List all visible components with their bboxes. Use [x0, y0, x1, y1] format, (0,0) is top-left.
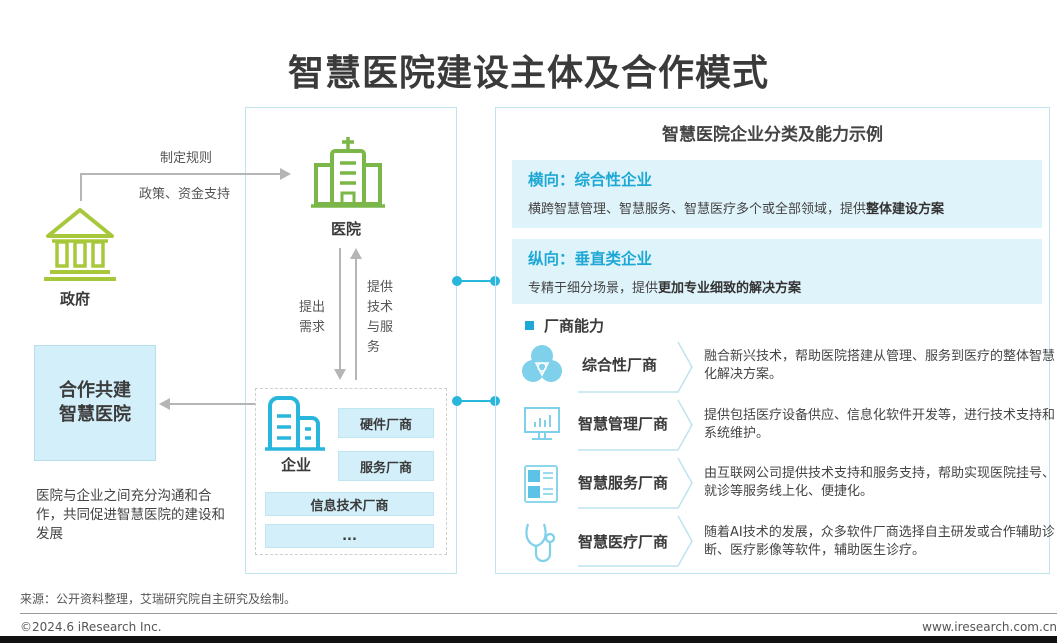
- capability-title: 厂商能力: [544, 317, 605, 335]
- vendor-chevron: [570, 398, 695, 453]
- bottom-bar: [0, 636, 1057, 643]
- category-head: 纵向：垂直类企业: [528, 250, 653, 268]
- vendor-chevron: [570, 456, 695, 511]
- vendor-name-comprehensive: 综合性厂商: [582, 356, 658, 374]
- cobuild-description: 医院与企业之间充分沟通和合作，共同促进智慧医院的建设和发展: [36, 488, 225, 542]
- government-label: 政府: [60, 290, 91, 308]
- enterprise-classification-panel: [495, 107, 1050, 574]
- enterprise-building-icon: [264, 396, 326, 452]
- list-document-icon: [523, 464, 559, 504]
- arrow-bottom-label: 政策、资金支持: [139, 187, 231, 202]
- stethoscope-icon: [522, 520, 562, 564]
- connector-dot: [452, 396, 462, 406]
- vendor-chevron: [570, 340, 695, 395]
- connector-dot: [452, 276, 462, 286]
- trinity-circles-icon: [522, 343, 562, 387]
- vendor-chip-more: ...: [265, 524, 434, 548]
- demand-label: 提出 需求: [299, 300, 326, 335]
- vendor-name-management: 智慧管理厂商: [578, 415, 669, 433]
- demand-arrow-head-icon: [334, 369, 346, 380]
- gov-arrow-head-icon: [280, 168, 291, 180]
- hospital-icon: [308, 135, 388, 210]
- connector-line-bottom: [457, 400, 495, 402]
- vendor-chevron: [570, 514, 695, 569]
- vendor-name-service: 智慧服务厂商: [578, 474, 669, 492]
- gov-arrow-line: [80, 173, 280, 175]
- category-desc: 专精于细分场景，提供更加专业细致的解决方案: [528, 281, 802, 296]
- vendor-desc-medical: 随着AI技术的发展，众多软件厂商选择自主研发或合作辅助诊断、医疗影像等软件，辅助…: [704, 525, 1055, 558]
- category-desc: 横跨智慧管理、智慧服务、智慧医疗多个或全部领域，提供整体建设方案: [528, 202, 945, 217]
- enterprise-label: 企业: [281, 456, 312, 474]
- vendor-desc-service: 由互联网公司提供技术支持和服务支持，帮助实现医院挂号、就诊等服务线上化、便捷化。: [704, 466, 1056, 499]
- category-card-vertical: 纵向：垂直类企业 专精于细分场景，提供更加专业细致的解决方案: [512, 239, 1042, 304]
- cobuild-arrow-head-icon: [159, 398, 170, 410]
- gov-arrow-stem: [80, 173, 82, 201]
- category-head: 横向：综合性企业: [528, 171, 653, 189]
- cobuild-smart-hospital-box: 合作共建 智慧医院: [34, 345, 156, 461]
- classification-title: 智慧医院企业分类及能力示例: [662, 125, 883, 145]
- vendor-desc-comprehensive: 融合新兴技术，帮助医院搭建从管理、服务到医疗的整体智慧化解决方案。: [704, 349, 1056, 382]
- page-title: 智慧医院建设主体及合作模式: [287, 53, 769, 94]
- cobuild-arrow-line: [170, 403, 255, 405]
- connector-line-top: [457, 280, 495, 282]
- copyright: ©2024.6 iResearch Inc.: [20, 620, 162, 634]
- bullet-square-icon: [525, 321, 534, 330]
- source-note: 来源：公开资料整理，艾瑞研究院自主研究及绘制。: [20, 592, 297, 606]
- website-link[interactable]: www.iresearch.com.cn: [922, 620, 1057, 634]
- supply-arrow-line: [355, 258, 357, 380]
- arrow-top-label: 制定规则: [160, 151, 213, 166]
- vendor-chip-it: 信息技术厂商: [265, 492, 434, 516]
- hospital-label: 医院: [331, 220, 362, 238]
- supply-label: 提供 技术 与服 务: [367, 280, 394, 355]
- footer-divider: [20, 613, 1057, 614]
- vendor-name-medical: 智慧医疗厂商: [578, 533, 669, 551]
- supply-arrow-head-icon: [350, 248, 362, 259]
- monitor-chart-icon: [522, 405, 562, 443]
- category-card-horizontal: 横向：综合性企业 横跨智慧管理、智慧服务、智慧医疗多个或全部领域，提供整体建设方…: [512, 160, 1042, 228]
- demand-arrow-line: [339, 248, 341, 370]
- enterprise-box: [255, 388, 447, 555]
- vendor-desc-management: 提供包括医疗设备供应、信息化软件开发等，进行技术支持和系统维护。: [704, 408, 1056, 441]
- vendor-chip-hardware: 硬件厂商: [338, 408, 434, 438]
- hospital-enterprise-panel: [245, 107, 457, 574]
- government-building-icon: [40, 206, 120, 281]
- vendor-chip-service: 服务厂商: [338, 451, 434, 481]
